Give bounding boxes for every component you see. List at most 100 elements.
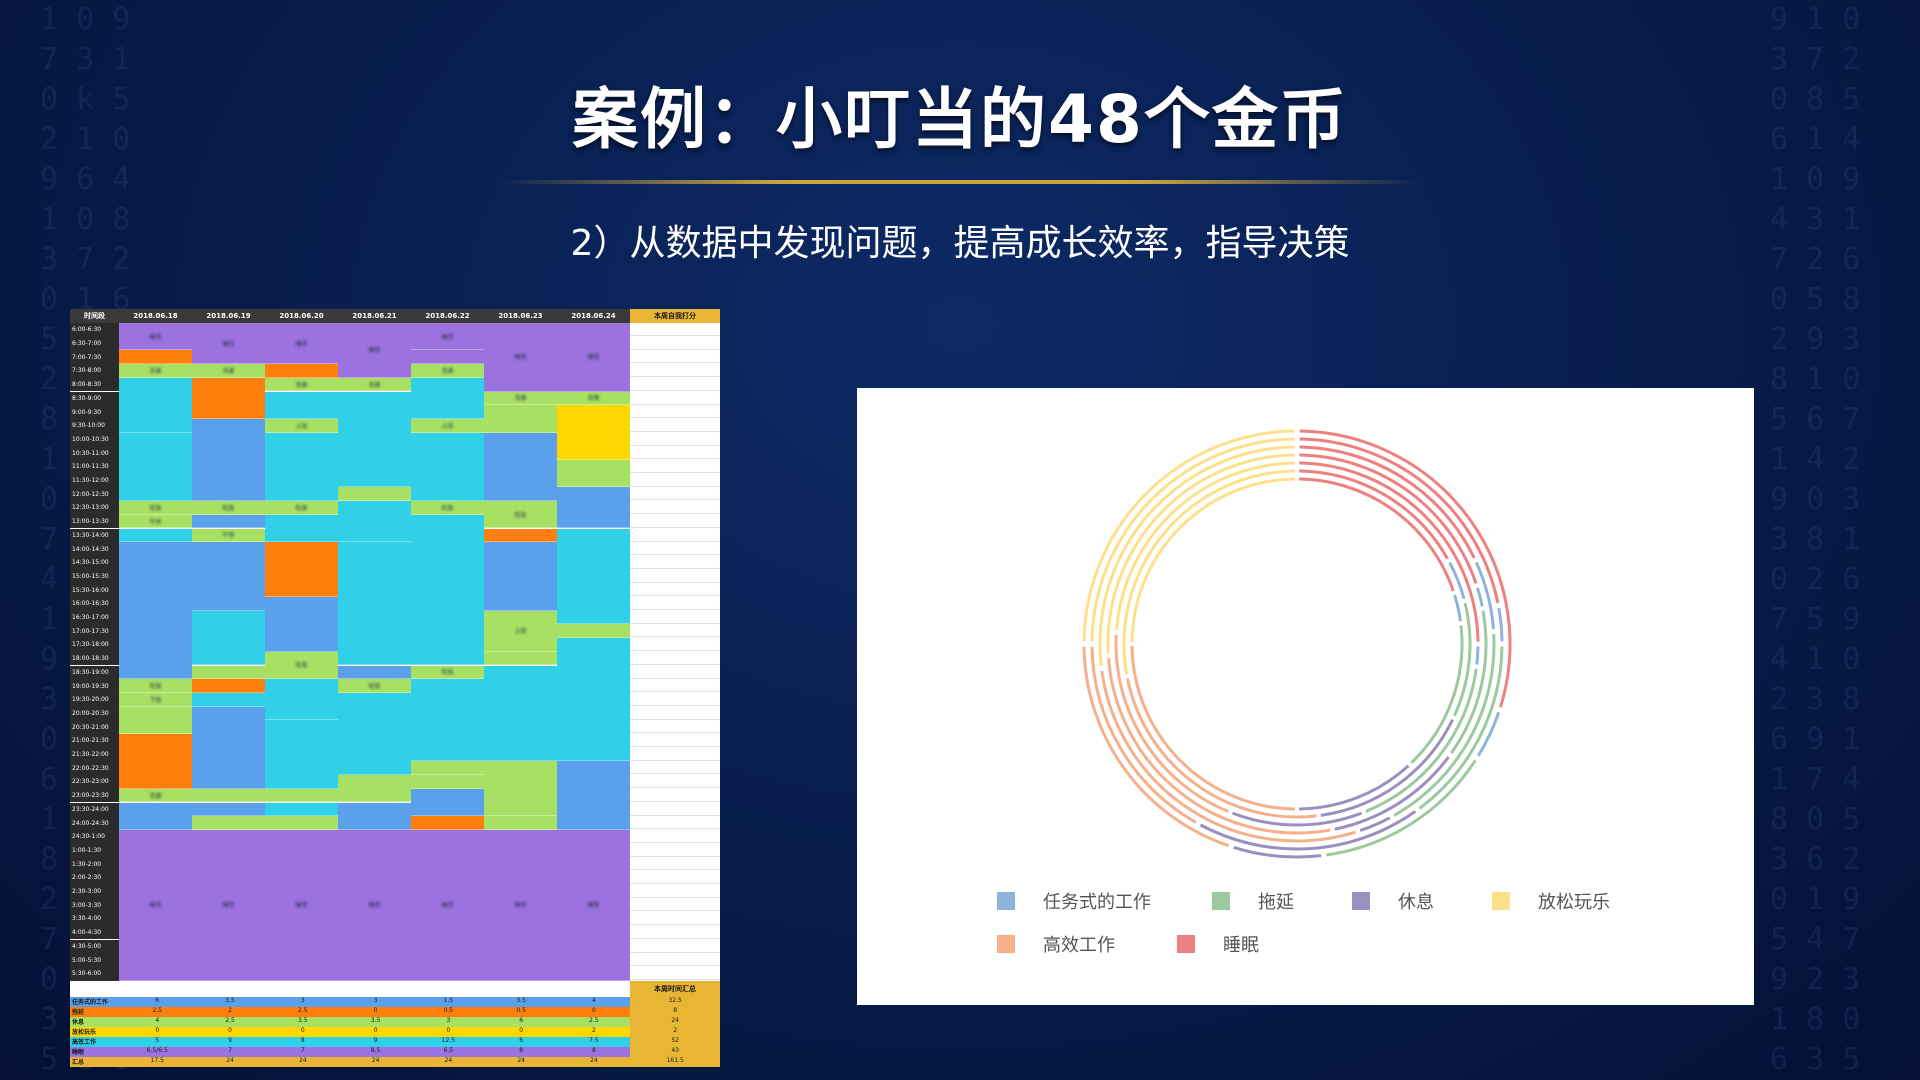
donut-ring [1098, 445, 1496, 843]
donut-segment [1359, 816, 1391, 833]
summary-value: 8 [300, 1037, 305, 1044]
time-slot-label: 21:00-21:30 [70, 734, 119, 748]
time-slot-label: 24:00-24:30 [70, 816, 119, 830]
score-cell [630, 679, 720, 693]
time-slot-label: 19:00-19:30 [70, 679, 119, 693]
date-header: 2018.06.23 [484, 309, 557, 323]
background-code-rain-right: 9 1 0 3 7 2 0 8 5 6 1 4 1 0 9 4 3 1 7 2 … [1770, 2, 1861, 1077]
slide-subtitle: 2）从数据中发现问题，提高成长效率，指导决策 [570, 223, 1350, 264]
summary-value: 1.5 [443, 997, 454, 1004]
donut-segment [1474, 561, 1495, 630]
schedule-block-label: 午休 [149, 518, 162, 526]
date-header: 2018.06.20 [265, 309, 338, 323]
schedule-block: 下班 [119, 692, 192, 707]
time-slot-label: 4:00-4:30 [70, 925, 119, 940]
score-cell [630, 487, 720, 501]
time-slot-label: 8:00-8:30 [70, 377, 119, 392]
date-header: 2018.06.21 [338, 309, 411, 323]
schedule-block [411, 377, 484, 419]
donut-ring [1082, 429, 1512, 859]
donut-segment [1126, 678, 1317, 819]
legend-swatch [1492, 892, 1510, 910]
score-cell [630, 734, 720, 747]
schedule-block-label: 睡觉 [587, 354, 600, 362]
score-cell [630, 529, 720, 542]
time-slot-label: 1:30-2:00 [70, 857, 119, 871]
time-slot-label: 23:30-24:00 [70, 802, 119, 817]
score-cell [630, 912, 720, 926]
schedule-block-label: 洗漱 [368, 381, 381, 389]
schedule-block [484, 651, 557, 666]
schedule-block-label: 睡觉 [368, 902, 381, 910]
schedule-corner-header: 时间段 [70, 309, 119, 323]
schedule-block [338, 775, 411, 803]
schedule-block-label: 洗漱 [514, 395, 527, 403]
summary-value: 24 [517, 1057, 525, 1064]
summary-value: 7 [300, 1047, 305, 1054]
donut-segment [1497, 607, 1504, 642]
schedule-block [557, 528, 630, 625]
score-cell [630, 624, 720, 638]
donut-segment [1320, 718, 1454, 817]
donut-ring [1114, 461, 1480, 827]
summary-value: 3 [300, 997, 305, 1004]
score-cell [630, 364, 720, 378]
donut-segment [1199, 810, 1417, 851]
summary-value: 2 [228, 1007, 232, 1014]
summary-value: 0.5 [516, 1007, 526, 1014]
legend-item: 拖延 [1212, 888, 1294, 914]
donut-segment [1090, 437, 1295, 642]
time-slot-label: 1:00-1:30 [70, 843, 119, 858]
donut-segment [1476, 711, 1501, 757]
summary-value: 9 [228, 1037, 232, 1044]
schedule-block [484, 665, 557, 762]
schedule-block-label: 睡觉 [222, 340, 235, 348]
donut-segment [1299, 453, 1478, 584]
score-cell [630, 857, 720, 871]
time-slot-label: 17:00-17:30 [70, 624, 119, 639]
schedule-block [484, 761, 557, 817]
schedule-block-label: 上班 [295, 422, 308, 430]
schedule-block-label: 洗漱 [149, 792, 162, 800]
time-slot-label: 16:30-17:00 [70, 610, 119, 625]
score-cell [630, 638, 720, 652]
summary-value: 5 [155, 1037, 160, 1044]
donut-segment [1299, 469, 1449, 560]
schedule-block [192, 377, 265, 419]
summary-total: 161.5 [630, 1057, 720, 1067]
schedule-block [265, 391, 338, 419]
summary-total: 32.5 [630, 997, 720, 1007]
donut-segment [1448, 561, 1466, 600]
donut-ring [1130, 477, 1464, 811]
time-slot-label: 23:00-23:30 [70, 788, 119, 803]
donut-segment [1299, 764, 1410, 811]
schedule-block-label: 睡觉 [441, 333, 454, 341]
donut-segment [1453, 594, 1462, 622]
donut-segment [1365, 668, 1478, 813]
summary-row-label: 休息 [72, 1019, 85, 1026]
donut-segment [1450, 610, 1488, 755]
schedule-block: 上班 [484, 610, 557, 652]
score-cell [630, 898, 720, 912]
schedule-block: 洗漱 [484, 391, 557, 406]
schedule-block: 睡觉 [411, 323, 484, 351]
schedule-block: 吃饭 [192, 501, 265, 515]
schedule-block [484, 432, 557, 502]
summary-value: 3 [373, 997, 378, 1004]
summary-value: 8 [592, 1047, 596, 1054]
schedule-block [411, 816, 484, 830]
schedule-block [557, 487, 630, 529]
time-slot-label: 20:30-21:00 [70, 720, 119, 734]
schedule-block [192, 816, 265, 830]
score-cell [630, 323, 720, 336]
score-cell [630, 378, 720, 391]
donut-segment [1476, 587, 1484, 607]
schedule-block [119, 377, 192, 433]
legend-item: 任务式的工作 [997, 888, 1151, 914]
summary-value: 6.5/6.5 [146, 1047, 168, 1054]
time-slot-label: 9:30-10:00 [70, 418, 119, 433]
time-slot-label: 18:30-19:00 [70, 665, 119, 680]
